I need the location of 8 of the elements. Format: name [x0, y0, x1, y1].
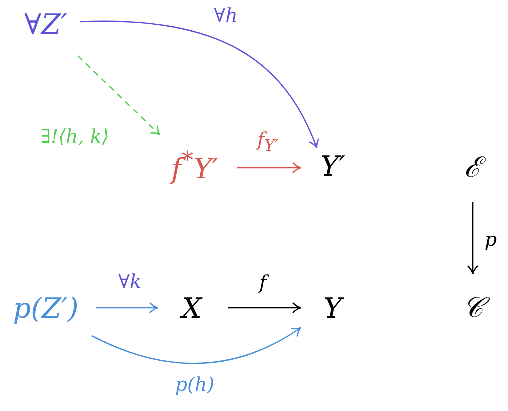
math-object: ∀Z′ — [12, 6, 80, 42]
math-object: X — [174, 290, 210, 326]
math-object: p(Z′) — [4, 290, 88, 326]
math-object: ℰ — [455, 148, 491, 184]
edge-label: f — [257, 272, 269, 294]
math-object: 𝒞 — [455, 290, 491, 326]
math-object: Y′ — [315, 148, 351, 184]
math-object: Y — [315, 290, 351, 326]
